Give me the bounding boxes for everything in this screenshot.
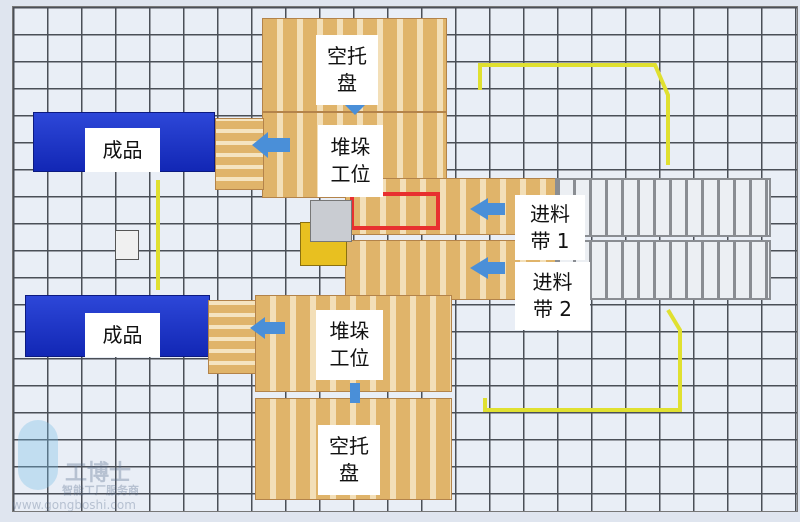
fence-bottom-right [483,308,682,412]
watermark-url: www.gongboshi.com [12,498,136,512]
arrow-top-left [252,132,290,158]
label-stacking-station-top: 堆垛 工位 [318,125,383,197]
label-infeed-1: 进料 带 1 [515,195,585,260]
label-infeed-2: 进料 带 2 [515,262,590,330]
gripper [350,192,440,230]
arrow-infeed-1 [470,198,505,220]
arrow-bottom-left [250,317,285,339]
control-cabinet [115,230,139,260]
label-stacking-station-bottom: 堆垛 工位 [316,310,383,380]
roller-conveyor-1 [555,178,771,237]
robot-arm [310,200,352,242]
label-product-top: 成品 [85,128,160,172]
label-product-bottom: 成品 [85,313,160,357]
roller-conveyor-2 [555,240,771,300]
arrow-infeed-2 [470,257,505,279]
pallet-conveyor-top [215,118,264,190]
watermark-mascot [18,420,58,490]
label-empty-pallet-top: 空托 盘 [316,35,378,105]
arrow-bottom-up [350,383,360,403]
fence-top-right [478,63,670,165]
watermark-brand: 工博士 [65,461,132,486]
watermark-slogan: 智能工厂服务商 [62,484,139,497]
arrow-top-down [345,105,365,115]
label-empty-pallet-bottom: 空托 盘 [318,425,380,495]
